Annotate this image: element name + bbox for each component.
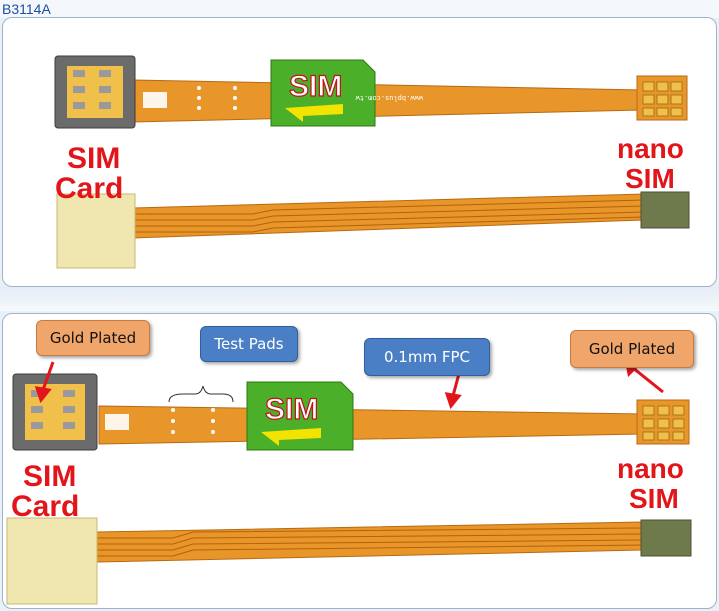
bottom-product-photo: SIM SIM Card nano SIM [6, 361, 692, 605]
test-pads [171, 408, 215, 434]
header-bar: B3114A [0, 0, 719, 18]
sim-logo-text: SIM [289, 70, 342, 103]
fpc-strip-front [98, 405, 644, 445]
sim-card-back [56, 193, 136, 269]
nano-sim-label-line2: SIM [625, 163, 675, 194]
sim-logo-arrow [261, 428, 321, 446]
callout-gold-plated-right: Gold Plated [570, 330, 694, 368]
insert-arrow-icon [143, 92, 167, 108]
sim-logo-arrow [285, 104, 343, 122]
test-pads [197, 86, 237, 110]
fpc-strip-back [132, 193, 644, 239]
nano-sim-back [640, 191, 690, 229]
panel-separator [0, 287, 719, 311]
nano-sim-label-line1: nano [617, 133, 684, 164]
callout-gold-plated-left: Gold Plated [36, 320, 150, 356]
callout-test-pads: Test Pads [200, 326, 298, 362]
top-product-photo: SIM www.bplus.com.tw SIM Card nano SIM [54, 55, 690, 269]
test-pads-brace [168, 385, 234, 403]
page-title: B3114A [2, 1, 51, 17]
sim-card-label-line2: Card [55, 172, 123, 205]
nano-sim-label-line1: nano [617, 453, 684, 484]
sim-card-label-line1: SIM [67, 142, 120, 175]
socket-contact-pins [73, 70, 111, 109]
sim-card-label-line1: SIM [23, 460, 76, 493]
nano-sim-label-line2: SIM [629, 483, 679, 514]
sim-card-back [6, 517, 98, 605]
nano-gold-pads [642, 405, 685, 441]
pcb-print-url: www.bplus.com.tw [355, 94, 423, 102]
callout-fpc: 0.1mm FPC [364, 338, 490, 376]
sim-card-label-line2: Card [11, 490, 79, 523]
bottom-product-panel: SIM SIM Card nano SIM [2, 313, 717, 609]
nano-gold-pads [642, 81, 683, 117]
sim-logo-text: SIM [265, 393, 318, 426]
socket-contact-pins [31, 390, 75, 429]
nano-sim-back [640, 519, 692, 557]
top-product-panel: SIM www.bplus.com.tw SIM Card nano SIM [2, 17, 717, 287]
insert-arrow-icon [105, 414, 129, 430]
fpc-traces [133, 199, 644, 233]
fpc-traces [97, 527, 644, 557]
